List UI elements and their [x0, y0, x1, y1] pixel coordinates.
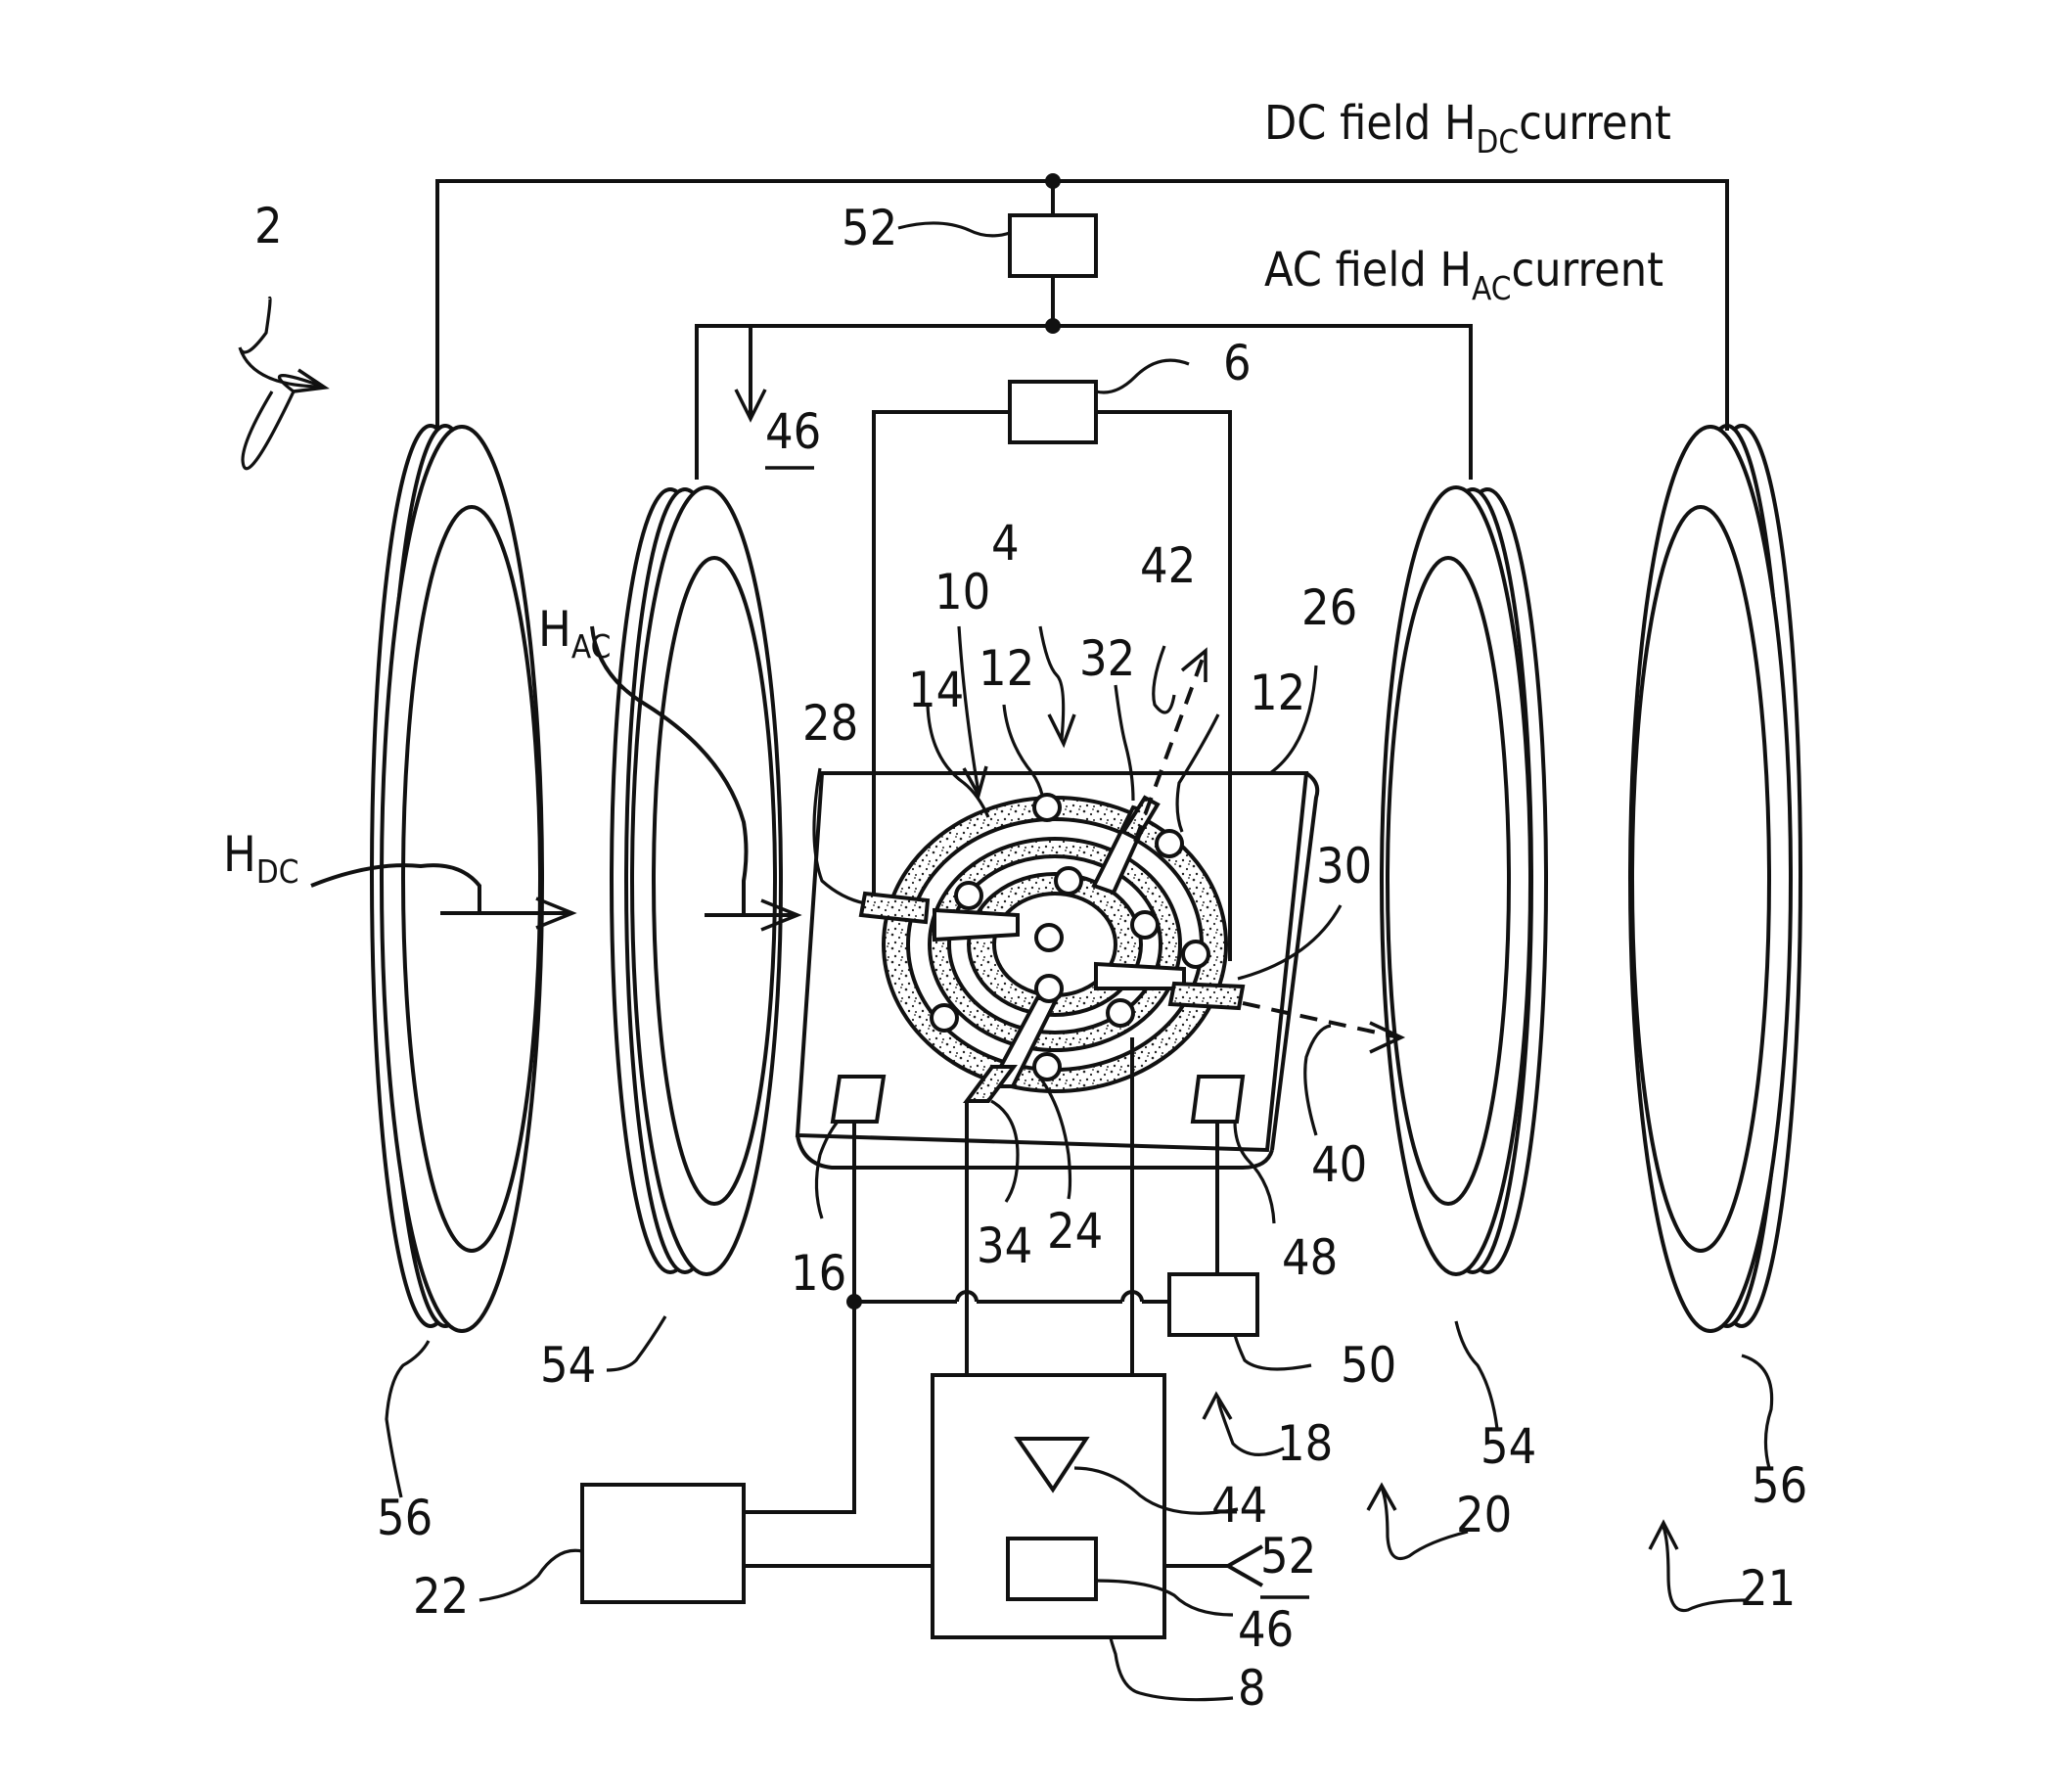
ref-26: 26 [1301, 579, 1357, 636]
power-source-6 [1010, 382, 1096, 442]
ref-22: 22 [413, 1568, 469, 1625]
ref-21: 21 [1740, 1560, 1796, 1617]
ref-54-left: 54 [540, 1337, 596, 1394]
particle [1036, 925, 1062, 950]
particle-12a [1034, 795, 1060, 820]
ref-4: 4 [991, 515, 1020, 572]
particle [1132, 912, 1158, 938]
ref-40: 40 [1311, 1136, 1367, 1193]
ac-field-label: AC field HACcurrent [1264, 243, 1663, 307]
particle [1036, 976, 1062, 1001]
particle [1183, 942, 1208, 967]
direction-arrow-42 [1135, 651, 1206, 842]
particle-24 [1034, 1054, 1060, 1080]
ac-coil-left [612, 487, 781, 1274]
ref-54-right: 54 [1481, 1418, 1536, 1475]
hdc-label: HDC [223, 826, 298, 891]
ref-46-top: 46 [765, 403, 821, 460]
ref-32: 32 [1079, 630, 1135, 687]
current-source-52 [1010, 215, 1096, 276]
ref-46-bottom: 46 [1238, 1601, 1294, 1658]
ac-coil-right [1382, 487, 1546, 1274]
ref-56-left: 56 [377, 1490, 433, 1546]
ref-16: 16 [791, 1245, 846, 1302]
terminal-28 [861, 894, 928, 922]
ref-6: 6 [1223, 335, 1252, 391]
hac-label: HAC [538, 601, 611, 666]
pad-16 [833, 1077, 884, 1122]
ref-28: 28 [802, 695, 858, 752]
particle [932, 1005, 957, 1031]
ref-44: 44 [1211, 1477, 1267, 1534]
dc-coil-right [1630, 426, 1800, 1331]
ref-52-bottom: 52 [1260, 1528, 1316, 1585]
ref-10: 10 [934, 564, 990, 620]
terminal-30 [1170, 984, 1243, 1008]
ref-56-right: 56 [1752, 1457, 1807, 1514]
control-unit-22 [582, 1485, 744, 1602]
pad-48 [1193, 1077, 1243, 1122]
particle [1108, 1000, 1133, 1026]
ref-8: 8 [1238, 1660, 1266, 1717]
ref-30: 30 [1316, 838, 1372, 895]
ref-52-top: 52 [842, 200, 897, 256]
ref-48: 48 [1282, 1229, 1338, 1286]
ref-14: 14 [908, 662, 964, 718]
particle-12b [1157, 831, 1182, 856]
ref-12a: 12 [979, 640, 1034, 697]
ref-34: 34 [977, 1218, 1032, 1274]
ref-18: 18 [1277, 1415, 1333, 1472]
ref-24: 24 [1047, 1203, 1103, 1260]
dc-coil-left [372, 426, 542, 1331]
detector-box-50 [1169, 1274, 1257, 1335]
particle [1056, 868, 1081, 894]
current-direction-arrow [736, 326, 765, 419]
ref-50: 50 [1341, 1337, 1396, 1394]
dc-field-label: DC field HDCcurrent [1264, 96, 1671, 161]
lockin-box-46 [1008, 1539, 1096, 1599]
sensor-structure [861, 795, 1243, 1101]
ref-2: 2 [254, 198, 283, 254]
direction-arrow-40 [1243, 1003, 1401, 1052]
ref-12b: 12 [1250, 665, 1305, 721]
ref-20: 20 [1456, 1487, 1512, 1543]
particle [956, 883, 981, 908]
ref-42: 42 [1140, 537, 1196, 594]
